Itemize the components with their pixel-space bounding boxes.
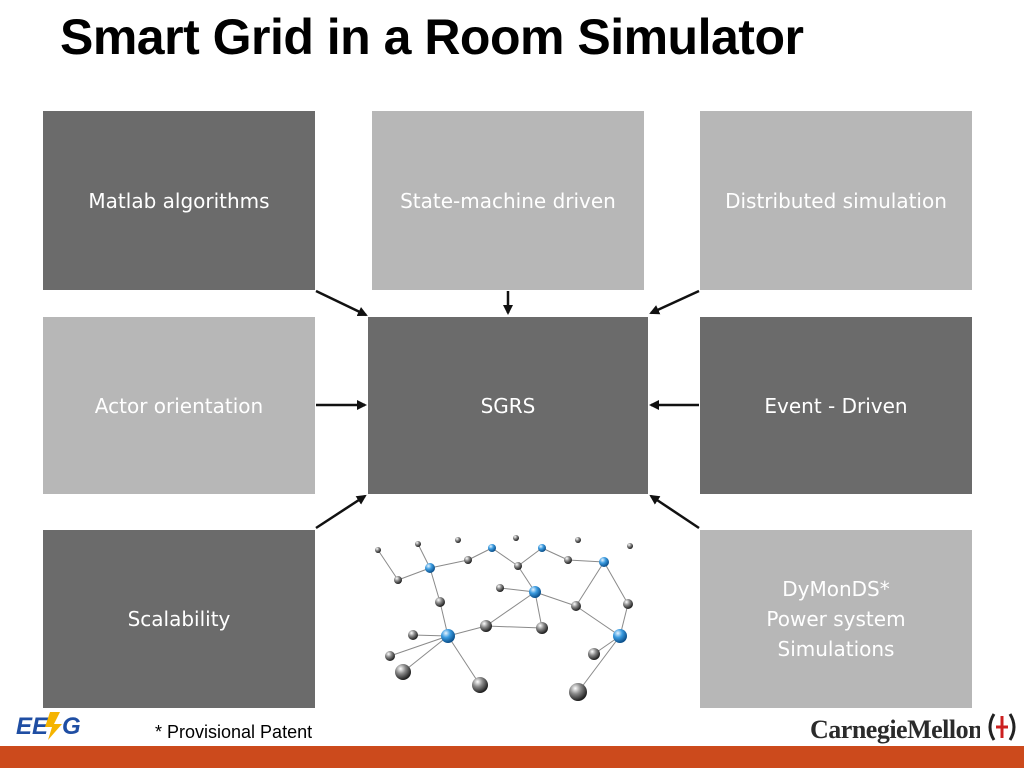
box-label: State-machine driven [400,188,616,213]
svg-text:CarnegieMellon: CarnegieMellon [810,715,980,744]
eesg-logo: EE G [16,712,81,740]
box-matlab-algorithms: Matlab algorithms [43,111,315,290]
svg-text:G: G [62,713,81,740]
box-distributed-simulation: Distributed simulation [700,111,972,290]
network-graph-image [368,530,649,708]
box-actor-orientation: Actor orientation [43,317,315,494]
box-label: SGRS [480,393,536,418]
box-label: Scalability [127,607,231,631]
box-label: DyMonDS* Power system Simulations [766,577,906,661]
svg-text:EE: EE [16,713,49,740]
arrow-distributed-to-sgrs [649,289,700,315]
box-dymonds: DyMonDS* Power system Simulations [700,530,972,708]
box-label: Distributed simulation [725,188,947,213]
carnegie-mellon-logo: CarnegieMellon [810,715,980,744]
ece-mark-icon [988,713,1016,741]
page-title: Smart Grid in a Room Simulator [60,9,804,65]
footnote-provisional-patent: * Provisional Patent [155,722,313,742]
box-scalability: Scalability [43,530,315,708]
box-label: Matlab algorithms [88,188,270,213]
arrow-dymonds-to-sgrs [649,494,700,530]
footer-bar [0,746,1024,768]
box-state-machine-driven: State-machine driven [372,111,644,290]
arrow-matlab-to-sgrs [315,289,368,317]
arrow-scalability-to-sgrs [315,494,367,530]
box-sgrs: SGRS [368,317,648,494]
box-label: Event - Driven [764,393,908,418]
box-label: Actor orientation [94,393,264,418]
box-event-driven: Event - Driven [700,317,972,494]
